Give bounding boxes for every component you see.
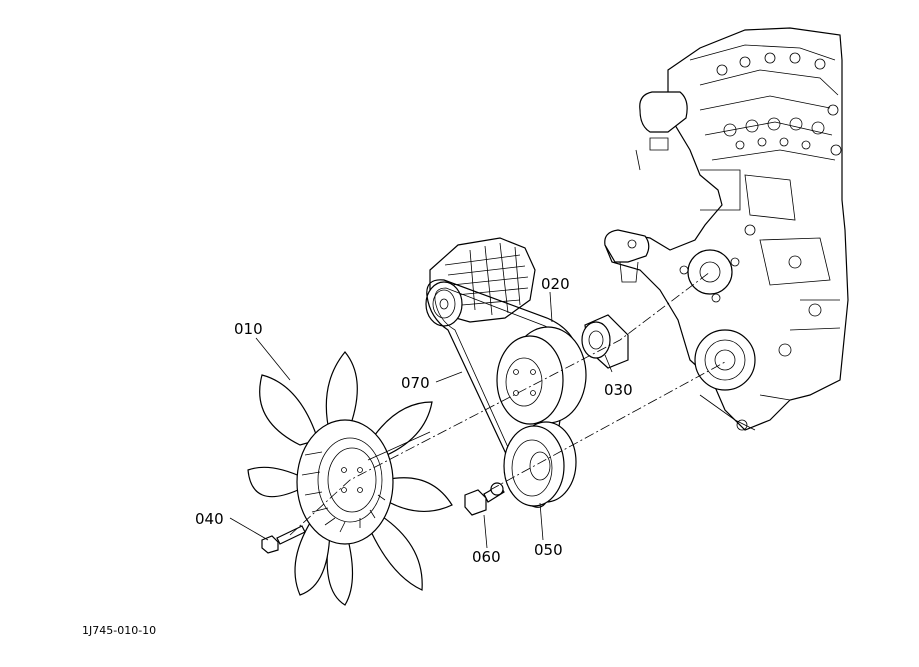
fan-bolt (261, 525, 306, 554)
callout-020: 020 (541, 275, 570, 293)
crank-bolt (464, 482, 505, 516)
assembly-center-lines (289, 271, 726, 536)
callout-050: 050 (534, 541, 563, 559)
callout-010: 010 (234, 320, 263, 338)
leader-lines (229, 291, 613, 549)
callout-040: 040 (195, 510, 224, 528)
fan-spacer (581, 314, 629, 369)
engine-block (604, 27, 849, 431)
crankshaft-pulley (503, 421, 577, 507)
callout-070: 070 (401, 374, 430, 392)
drawing-code: 1J745-010-10 (82, 624, 156, 637)
callout-060: 060 (472, 548, 501, 566)
cooling-fan (247, 351, 453, 606)
callout-030: 030 (604, 381, 633, 399)
alternator (425, 237, 536, 327)
fan-pulley (496, 326, 587, 425)
